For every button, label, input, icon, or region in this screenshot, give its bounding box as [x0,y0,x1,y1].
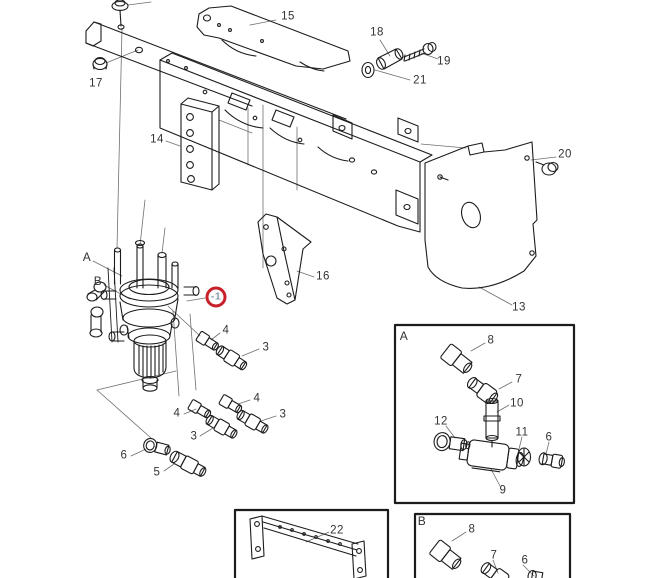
callout-main-18-3[interactable]: 18 [370,26,384,39]
leader-lines [93,2,556,576]
callout-main-16-8[interactable]: 16 [316,270,330,283]
bushing-18 [375,48,405,71]
callout-box_a-6-6[interactable]: 6 [545,431,553,444]
fittings-cluster [142,331,270,479]
callout-main-a-9: A [82,250,92,264]
top-bolt [112,0,128,26]
fitting-6-main [142,437,172,458]
callout-main-19-4[interactable]: 19 [437,55,451,68]
callout-main-20-6[interactable]: 20 [558,148,572,161]
fitting-8-b [429,539,465,572]
washer-21 [362,63,374,78]
callout-main-3-15[interactable]: 3 [279,408,287,421]
callout-main-15-0[interactable]: 15 [281,10,295,23]
valve-assembly-1 [87,241,199,392]
fitting-10-a [484,399,500,448]
detail-box-22 [235,510,388,578]
callout-box_a-12-4[interactable]: 12 [434,415,448,428]
bracket-22 [250,516,366,578]
bolt-20 [536,162,558,175]
callout-main-4-16[interactable]: 4 [173,407,181,420]
callout-box_a-8-1[interactable]: 8 [487,334,495,347]
detail-box-b [415,514,570,578]
bolt-19 [404,43,436,62]
fitting-6-a [538,452,565,469]
callout-main-14-2[interactable]: 14 [150,133,164,146]
callout-main-3-17[interactable]: 3 [190,430,198,443]
callout-box_a-10-3[interactable]: 10 [510,397,524,410]
callout-main-6-18[interactable]: 6 [120,449,128,462]
callout-box_b-6-3[interactable]: 6 [521,554,529,567]
spacer-block-14 [181,98,219,190]
callout-box_b-b-0: B [417,514,427,528]
top-plate-15 [197,6,350,71]
callout-box_a-9-7[interactable]: 9 [499,484,507,497]
callout-main-4-12[interactable]: 4 [222,324,230,337]
fitting-7-b [478,559,510,578]
callout-main-22-20[interactable]: 22 [330,524,344,537]
fitting-8-a [440,343,476,376]
nut-17 [93,58,107,70]
bracket-16 [258,214,311,304]
callout-main-17-1[interactable]: 17 [89,77,103,90]
callout-main-13-7[interactable]: 13 [512,301,526,314]
callout-box_a-7-2[interactable]: 7 [515,373,523,386]
callout-main-b-10: B [93,274,103,288]
fitting-3-left [204,413,240,441]
fitting-5-main [168,449,209,479]
frame-beam [86,22,346,119]
callout-main-5-19[interactable]: 5 [153,466,161,479]
callout-main-3-13[interactable]: 3 [262,341,270,354]
main-frame [160,53,432,232]
fitting-7-a [464,374,500,406]
callout-main-21-5[interactable]: 21 [413,74,427,87]
cover-plate-13 [425,142,537,288]
fitting-3-top [214,343,249,372]
callout-box_b-7-2[interactable]: 7 [490,549,498,562]
fitting-12-a [433,432,471,455]
detail-box-a [395,325,574,503]
callout-box_b-8-1[interactable]: 8 [468,523,476,536]
callout-box_a-a-0: A [399,329,409,343]
fitting-11-a [518,448,531,466]
callout-box_a-11-5[interactable]: 11 [515,426,529,439]
callout-main-4-14[interactable]: 4 [253,392,261,405]
callout-main-1-11[interactable]: -1 [205,286,227,308]
fitting-3-right [235,408,271,436]
